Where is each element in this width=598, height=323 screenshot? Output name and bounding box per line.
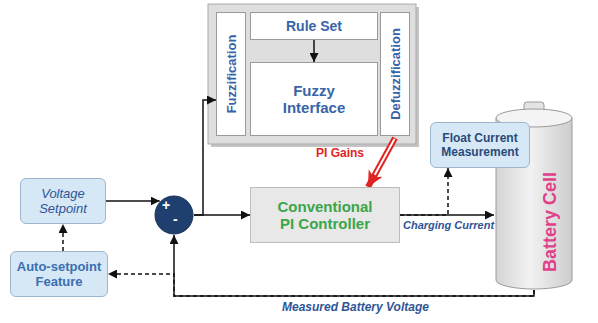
fuzzification-box: Fuzzification: [216, 12, 246, 136]
defuzzification-box: Defuzzification: [380, 12, 410, 136]
signal-label: Measured Battery Voltage: [282, 300, 429, 314]
junction-circle: [155, 196, 193, 234]
summing-junction: +-: [154, 195, 194, 235]
setpoint-box: Voltage Setpoint: [20, 178, 106, 224]
dashed-signal-arrow: [108, 274, 534, 296]
node-label: Battery Cell: [540, 172, 561, 272]
node-label: Fuzzification: [224, 35, 239, 114]
node-label: Defuzzification: [388, 28, 403, 120]
dashed-signal-arrow: [400, 168, 448, 215]
dashed-signal-arrow: [62, 224, 64, 251]
pi-controller-box: Conventional PI Controller: [250, 187, 400, 243]
panel-shadow: [211, 7, 419, 147]
node-label: Auto-setpoint Feature: [15, 259, 103, 289]
battery-top: [496, 109, 572, 127]
sign-label: -: [173, 212, 178, 226]
auto-setpoint-box: Auto-setpoint Feature: [10, 251, 108, 297]
signal-label: PI Gains: [316, 146, 364, 160]
panel-fill: [208, 4, 416, 144]
signal-label: Charging Current: [403, 219, 494, 231]
measurement-box: Float Current Measurement: [430, 122, 530, 168]
node-label: Float Current Measurement: [437, 131, 523, 159]
signal-arrow: [313, 40, 315, 62]
sign-label: +: [162, 198, 170, 212]
signal-arrow: [106, 200, 160, 202]
node-label: Rule Set: [286, 18, 342, 34]
node-label: Voltage Setpoint: [27, 186, 99, 216]
gain-arrow-core: [375, 139, 395, 175]
battery-body: [496, 118, 572, 289]
rule-set-box: Rule Set: [250, 12, 378, 40]
fuzzy-interface-box: Fuzzy Interface: [250, 62, 378, 136]
fuzzy-logic-panel: Fuzzification Rule SetFuzzy Interface Defu…: [208, 4, 416, 144]
node-label: Fuzzy Interface: [273, 82, 355, 116]
signal-arrow: [368, 138, 395, 187]
signal-arrow: [174, 235, 534, 296]
node-label: Conventional PI Controller: [269, 198, 381, 232]
signal-arrow: [194, 100, 216, 215]
